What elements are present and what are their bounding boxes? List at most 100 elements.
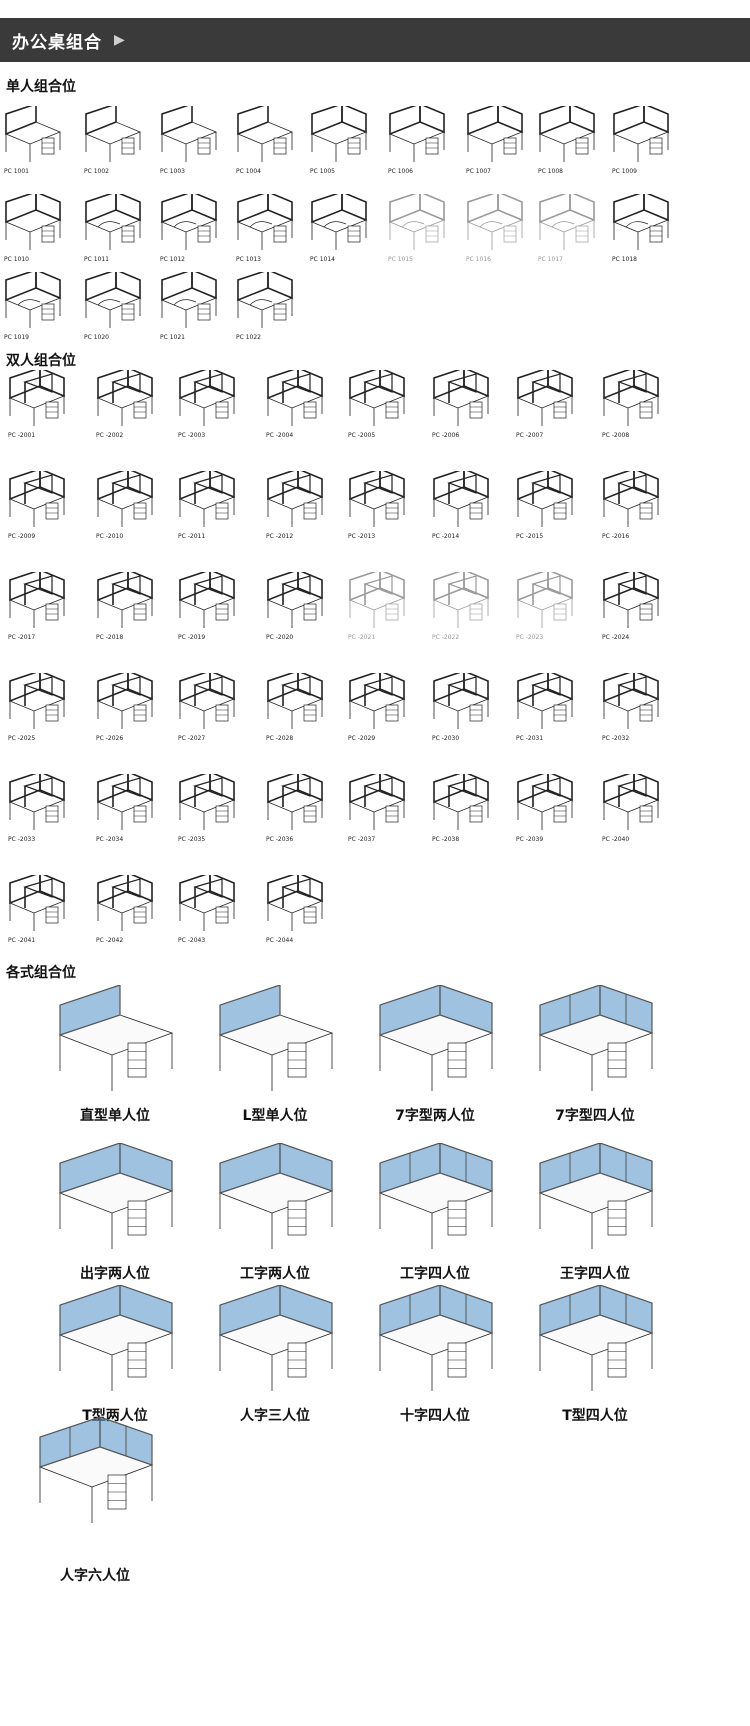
double-desk-item[interactable]: PC -2035 xyxy=(174,774,244,852)
double-desk-item[interactable]: PC -2009 xyxy=(4,471,74,549)
double-desk-item[interactable]: PC -2017 xyxy=(4,572,74,650)
double-desk-item[interactable]: PC -2030 xyxy=(428,673,498,751)
single-desk-item[interactable]: PC 1016 xyxy=(462,194,532,272)
chevron-right-icon[interactable]: ▶ xyxy=(114,32,125,48)
category-header: 办公桌组合 ▶ xyxy=(0,18,750,62)
combo-desk-item[interactable]: 工字两人位 xyxy=(200,1143,350,1308)
combo-desk-item[interactable]: 王字四人位 xyxy=(520,1143,670,1308)
double-desk-item[interactable]: PC -2025 xyxy=(4,673,74,751)
double-desk-item[interactable]: PC -2024 xyxy=(598,572,668,650)
desk-thumbnail-icon xyxy=(388,194,446,250)
section-title-various: 各式组合位 xyxy=(6,965,76,981)
double-desk-item[interactable]: PC -2006 xyxy=(428,370,498,448)
single-desk-item[interactable]: PC 1001 xyxy=(0,106,70,184)
combo-desk-item[interactable]: 十字四人位 xyxy=(360,1285,510,1450)
desk-thumbnail-icon xyxy=(348,774,406,830)
double-desk-item[interactable]: PC -2031 xyxy=(512,673,582,751)
double-desk-item[interactable]: PC -2038 xyxy=(428,774,498,852)
desk-thumbnail-icon xyxy=(96,673,154,729)
double-desk-item[interactable]: PC -2029 xyxy=(344,673,414,751)
double-desk-item[interactable]: PC -2002 xyxy=(92,370,162,448)
single-desk-item[interactable]: PC 1017 xyxy=(534,194,604,272)
combo-desk-item[interactable]: 直型单人位 xyxy=(40,985,190,1150)
combo-desk-item[interactable]: 工字四人位 xyxy=(360,1143,510,1308)
double-desk-item[interactable]: PC -2011 xyxy=(174,471,244,549)
double-desk-item[interactable]: PC -2042 xyxy=(92,875,162,953)
combo-desk-item[interactable]: T型四人位 xyxy=(520,1285,670,1450)
double-desk-item[interactable]: PC -2043 xyxy=(174,875,244,953)
single-desk-item[interactable]: PC 1021 xyxy=(156,272,226,350)
double-desk-item[interactable]: PC -2018 xyxy=(92,572,162,650)
wang-four-desk-icon xyxy=(538,1143,654,1249)
double-desk-item[interactable]: PC -2044 xyxy=(262,875,332,953)
combo-desk-item[interactable]: 7字型四人位 xyxy=(520,985,670,1150)
single-desk-item[interactable]: PC 1020 xyxy=(80,272,150,350)
desk-thumbnail-icon xyxy=(266,572,324,628)
single-desk-item[interactable]: PC 1015 xyxy=(384,194,454,272)
double-desk-item[interactable]: PC -2015 xyxy=(512,471,582,549)
double-desk-item[interactable]: PC -2004 xyxy=(262,370,332,448)
single-desk-item[interactable]: PC 1019 xyxy=(0,272,70,350)
single-desk-item[interactable]: PC 1013 xyxy=(232,194,302,272)
desk-thumbnail-icon xyxy=(266,673,324,729)
double-desk-item[interactable]: PC -2014 xyxy=(428,471,498,549)
double-desk-item[interactable]: PC -2028 xyxy=(262,673,332,751)
single-desk-item[interactable]: PC 1012 xyxy=(156,194,226,272)
double-desk-item[interactable]: PC -2007 xyxy=(512,370,582,448)
combo-desk-item[interactable]: 人字三人位 xyxy=(200,1285,350,1450)
t-four-desk-icon xyxy=(538,1285,654,1391)
double-desk-item[interactable]: PC -2033 xyxy=(4,774,74,852)
combo-desk-item[interactable]: L型单人位 xyxy=(200,985,350,1150)
single-desk-item[interactable]: PC 1008 xyxy=(534,106,604,184)
desk-thumbnail-icon xyxy=(602,774,660,830)
single-desk-item[interactable]: PC 1010 xyxy=(0,194,70,272)
combo-desk-item[interactable]: 7字型两人位 xyxy=(360,985,510,1150)
product-code: PC 1006 xyxy=(388,168,413,175)
double-desk-item[interactable]: PC -2001 xyxy=(4,370,74,448)
combo-desk-item[interactable]: T型两人位 xyxy=(40,1285,190,1450)
double-desk-item[interactable]: PC -2041 xyxy=(4,875,74,953)
double-desk-item[interactable]: PC -2032 xyxy=(598,673,668,751)
product-code: PC -2005 xyxy=(348,432,376,439)
single-desk-item[interactable]: PC 1004 xyxy=(232,106,302,184)
desk-thumbnail-icon xyxy=(516,774,574,830)
single-desk-item[interactable]: PC 1009 xyxy=(608,106,678,184)
product-code: PC -2037 xyxy=(348,836,376,843)
single-desk-item[interactable]: PC 1022 xyxy=(232,272,302,350)
double-desk-item[interactable]: PC -2008 xyxy=(598,370,668,448)
single-desk-item[interactable]: PC 1007 xyxy=(462,106,532,184)
double-desk-item[interactable]: PC -2021 xyxy=(344,572,414,650)
double-desk-item[interactable]: PC -2022 xyxy=(428,572,498,650)
single-desk-item[interactable]: PC 1005 xyxy=(306,106,376,184)
double-desk-item[interactable]: PC -2037 xyxy=(344,774,414,852)
combo-desk-item[interactable]: 人字六人位 xyxy=(20,1417,170,1584)
double-desk-item[interactable]: PC -2040 xyxy=(598,774,668,852)
double-desk-item[interactable]: PC -2010 xyxy=(92,471,162,549)
combo-desk-label: 7字型四人位 xyxy=(555,1108,635,1124)
desk-thumbnail-icon xyxy=(602,370,660,426)
single-desk-item[interactable]: PC 1014 xyxy=(306,194,376,272)
single-desk-item[interactable]: PC 1018 xyxy=(608,194,678,272)
product-code: PC -2011 xyxy=(178,533,206,540)
product-code: PC 1020 xyxy=(84,334,109,341)
double-desk-item[interactable]: PC -2013 xyxy=(344,471,414,549)
double-desk-item[interactable]: PC -2003 xyxy=(174,370,244,448)
double-desk-item[interactable]: PC -2023 xyxy=(512,572,582,650)
single-desk-item[interactable]: PC 1002 xyxy=(80,106,150,184)
double-desk-item[interactable]: PC -2034 xyxy=(92,774,162,852)
combo-desk-item[interactable]: 出字两人位 xyxy=(40,1143,190,1308)
double-desk-item[interactable]: PC -2012 xyxy=(262,471,332,549)
double-desk-item[interactable]: PC -2016 xyxy=(598,471,668,549)
cross-four-desk-icon xyxy=(378,1285,494,1391)
single-desk-item[interactable]: PC 1006 xyxy=(384,106,454,184)
double-desk-item[interactable]: PC -2036 xyxy=(262,774,332,852)
double-desk-item[interactable]: PC -2005 xyxy=(344,370,414,448)
double-desk-item[interactable]: PC -2039 xyxy=(512,774,582,852)
desk-thumbnail-icon xyxy=(348,673,406,729)
double-desk-item[interactable]: PC -2020 xyxy=(262,572,332,650)
double-desk-item[interactable]: PC -2019 xyxy=(174,572,244,650)
double-desk-item[interactable]: PC -2027 xyxy=(174,673,244,751)
single-desk-item[interactable]: PC 1011 xyxy=(80,194,150,272)
single-desk-item[interactable]: PC 1003 xyxy=(156,106,226,184)
double-desk-item[interactable]: PC -2026 xyxy=(92,673,162,751)
